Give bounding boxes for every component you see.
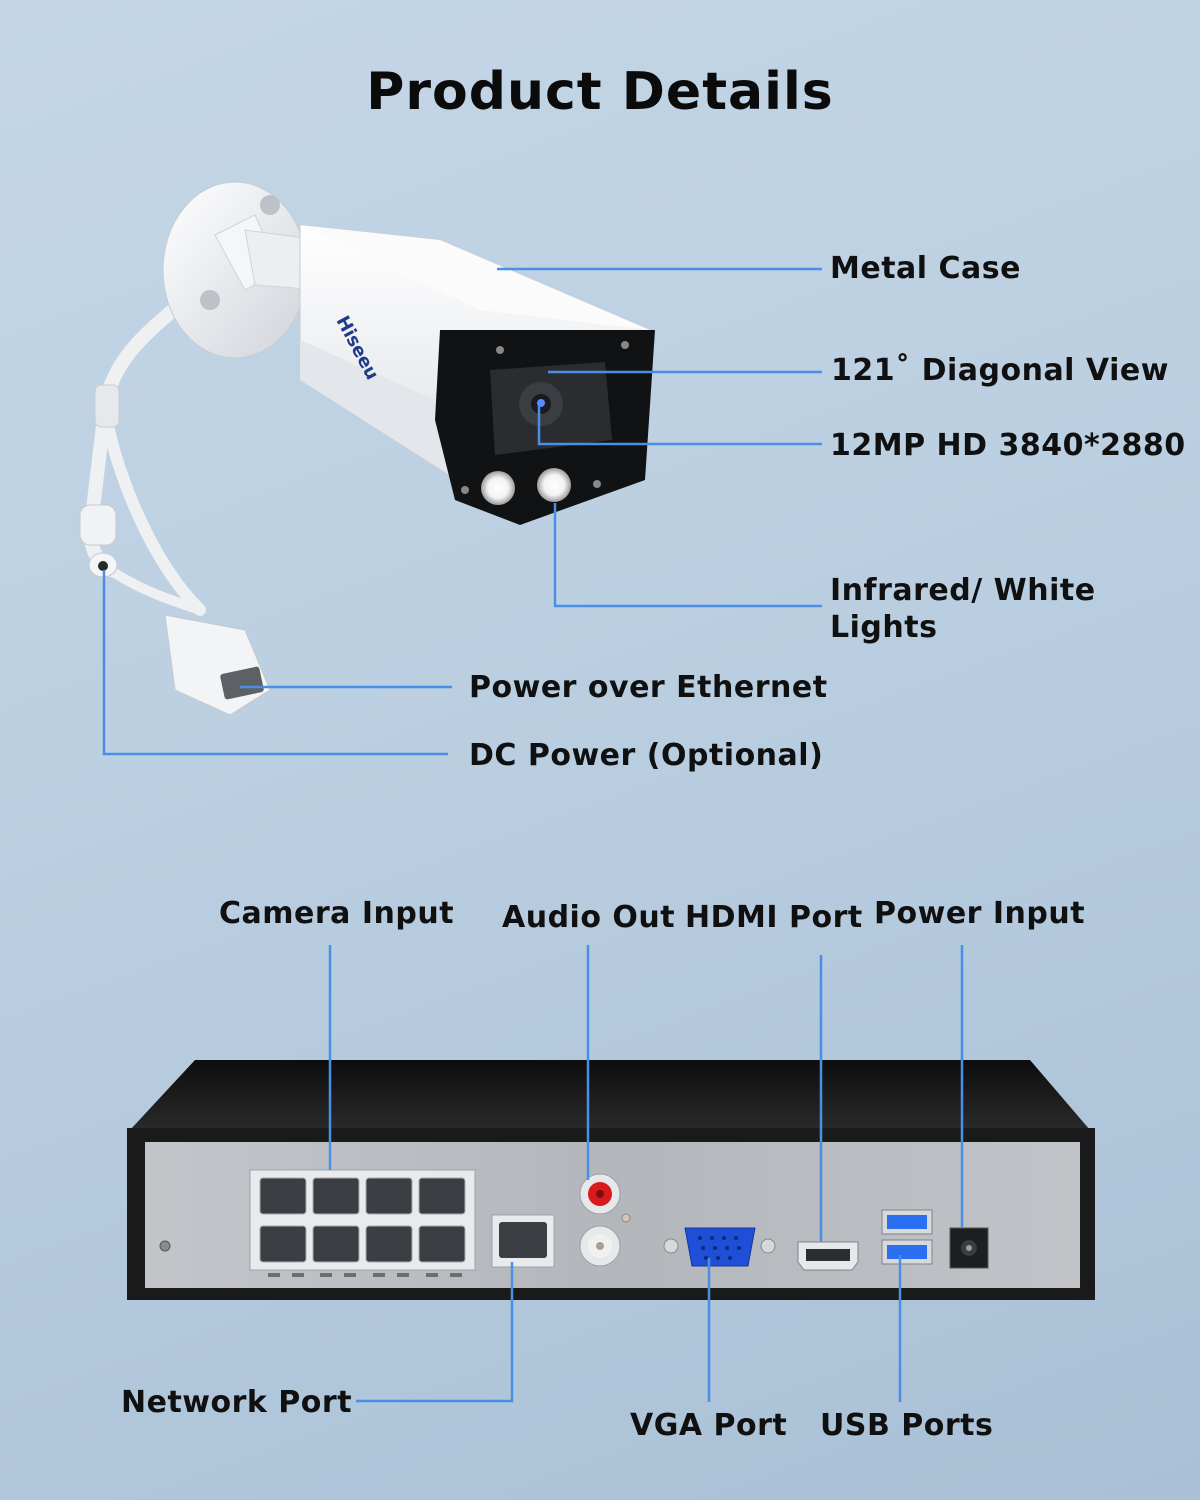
network-port (491, 1214, 555, 1268)
camera-mount (162, 181, 321, 359)
dc-power-jack (79, 504, 118, 578)
audio-out-jack (579, 1173, 621, 1215)
label-power-input: Power Input (874, 896, 1086, 931)
led-light-right (537, 468, 571, 502)
nvr-leader-lines (328, 945, 964, 1403)
power-input-jack (949, 1227, 989, 1269)
label-usb-ports: USB Ports (820, 1408, 994, 1443)
label-metal-case: Metal Case (830, 251, 1021, 286)
leader-resolution (537, 405, 822, 446)
label-poe: Power over Ethernet (469, 670, 828, 705)
label-dc-power: DC Power (Optional) (469, 738, 824, 773)
label-network-port: Network Port (121, 1385, 353, 1420)
label-camera-input: Camera Input (219, 896, 455, 931)
label-audio-out: Audio Out (502, 900, 676, 935)
nvr (127, 945, 1095, 1403)
camera-input-ports (249, 1169, 476, 1277)
leader-lights (553, 503, 822, 608)
rj45-connector (164, 614, 271, 716)
label-vga-port: VGA Port (630, 1408, 788, 1443)
audio-in-jack (579, 1213, 631, 1267)
label-diagonal-view: 121˚ Diagonal View (831, 353, 1169, 388)
vga-port (663, 1227, 776, 1267)
hdmi-port (797, 1241, 859, 1271)
label-hdmi-port: HDMI Port (685, 900, 863, 935)
leader-network-port (356, 1262, 514, 1403)
leader-dc-power (102, 570, 448, 756)
led-light-left (481, 471, 515, 505)
cable-ferrite (94, 384, 120, 428)
label-resolution: 12MP HD 3840*2880 (830, 428, 1186, 463)
camera-leader-lines (102, 267, 822, 756)
page-title: Product Details (366, 62, 834, 122)
camera: Hiseeu (79, 181, 822, 756)
camera-face (435, 330, 655, 525)
usb-ports (881, 1209, 933, 1265)
nvr-top (130, 1060, 1090, 1130)
label-lights: Infrared/ White Lights (830, 573, 1096, 645)
